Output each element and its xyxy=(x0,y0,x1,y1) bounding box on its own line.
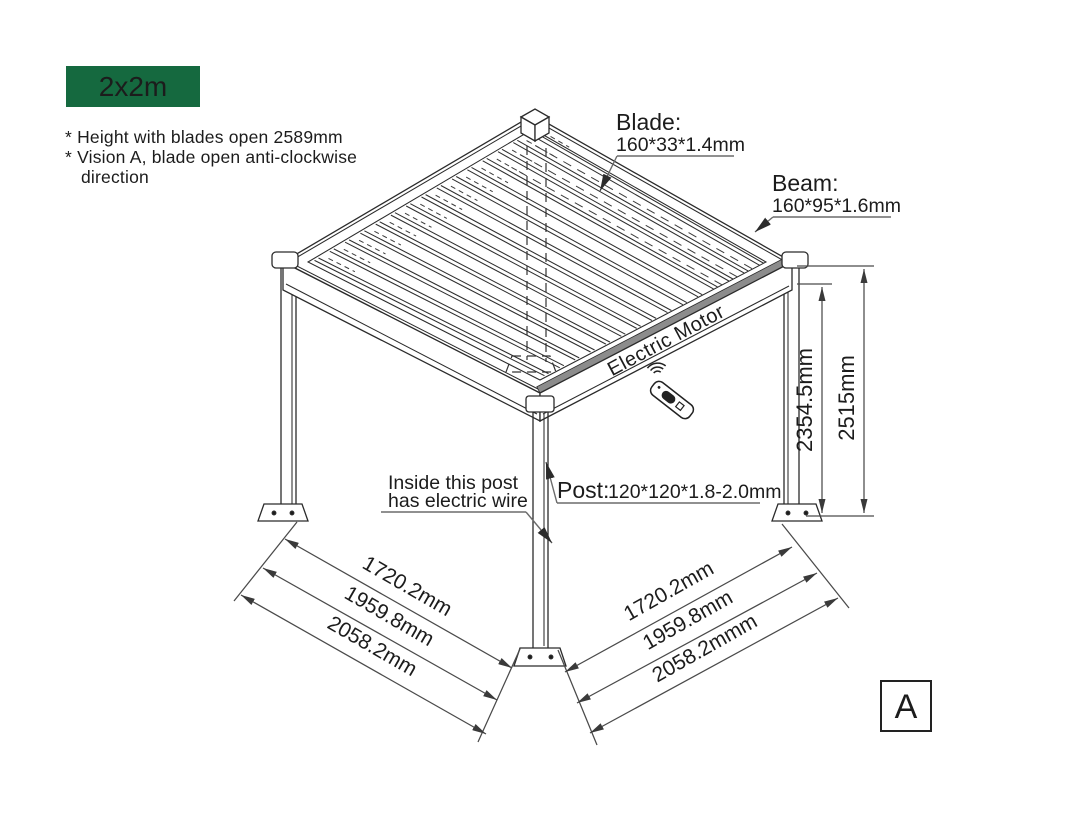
notes: * Height with blades open 2589mm * Visio… xyxy=(65,127,357,187)
dim-height-outer: 2515mm xyxy=(834,355,859,441)
dim-height-inner: 2354.5mm xyxy=(792,348,817,452)
right-width-dimensions: 1720.2mm 1959.8mm 2058.2mmm xyxy=(557,523,850,746)
post-callout: Post: 120*120*1.8-2.0mm xyxy=(545,461,781,504)
electric-motor-label: Electric Motor xyxy=(604,301,728,381)
post-callout-spec: 120*120*1.8-2.0mm xyxy=(608,481,781,503)
note-direction: direction xyxy=(81,167,149,187)
view-label: A xyxy=(895,688,918,726)
left-corner-cap xyxy=(271,251,299,269)
size-badge-label: 2x2m xyxy=(99,71,167,102)
left-foot xyxy=(257,503,309,522)
wire-note-line2: has electric wire xyxy=(388,490,528,512)
left-post xyxy=(280,266,297,510)
post-feet xyxy=(257,503,823,667)
right-corner-cap xyxy=(781,251,809,269)
roof-louvers xyxy=(314,130,764,377)
left-width-dimensions: 1720.2mm 1959.8mm 2058.2mm xyxy=(233,521,521,743)
wireless-signal-icon xyxy=(646,362,667,374)
front-beams xyxy=(282,260,793,423)
remote-control-icon xyxy=(646,362,695,420)
electric-wire-callout: Inside this post has electric wire xyxy=(381,472,553,544)
right-foot xyxy=(771,503,823,522)
blade-callout: Blade: 160*33*1.4mm xyxy=(599,109,745,192)
blade-callout-title: Blade: xyxy=(616,109,681,135)
roof-inner-edge xyxy=(306,128,768,381)
note-height: * Height with blades open 2589mm xyxy=(65,127,343,147)
apex-post-cap xyxy=(519,108,551,143)
note-vision-a: * Vision A, blade open anti-clockwise xyxy=(65,147,357,167)
beam-callout: Beam: 160*95*1.6mm xyxy=(754,170,901,233)
height-dimensions: 2354.5mm 2515mm xyxy=(792,265,874,517)
front-corner-cap xyxy=(525,395,555,413)
beam-callout-spec: 160*95*1.6mm xyxy=(772,195,901,217)
view-label-box: A xyxy=(880,680,932,732)
size-badge: 2x2m xyxy=(66,66,200,107)
post-callout-title: Post: xyxy=(557,477,609,503)
size-badge-background xyxy=(66,66,200,107)
louver-end-dashes xyxy=(328,131,570,273)
right-post xyxy=(783,266,800,510)
beam-callout-title: Beam: xyxy=(772,170,838,196)
wire-note-line1: Inside this post xyxy=(388,472,519,494)
blade-callout-spec: 160*33*1.4mm xyxy=(616,134,745,156)
